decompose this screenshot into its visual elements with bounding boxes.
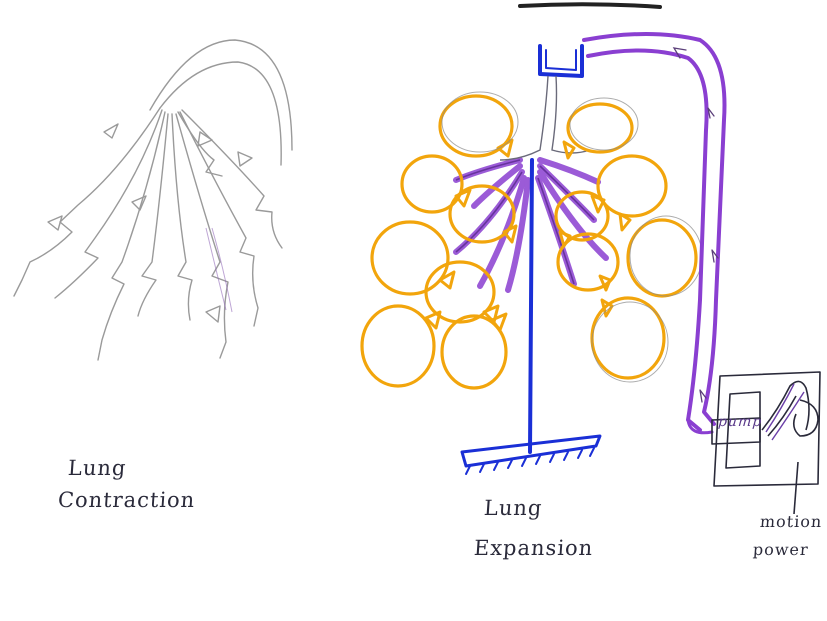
- balloon: [362, 306, 434, 386]
- expansion-label-line1: Lung: [483, 496, 543, 520]
- balloon: [628, 220, 696, 296]
- contraction-strand: [176, 114, 228, 358]
- bronchi: [500, 76, 590, 160]
- contraction-label-line1: Lung: [67, 456, 127, 480]
- balloon: [568, 104, 632, 152]
- balloon: [372, 222, 448, 294]
- contraction-strand: [180, 112, 258, 326]
- contraction-bud: [132, 196, 146, 210]
- contraction-bud: [206, 306, 220, 322]
- contraction-strand: [138, 114, 168, 316]
- contraction-strand: [14, 108, 160, 296]
- top-edge-smudge: [520, 4, 660, 7]
- contraction-bud: [104, 124, 118, 138]
- stand-pole: [530, 160, 532, 452]
- motion-arm: [762, 381, 809, 430]
- contraction-purple-traces: [206, 228, 232, 312]
- expansion-label-line2: Expansion: [473, 536, 594, 560]
- contraction-bud: [238, 152, 252, 166]
- contraction-strand: [172, 114, 192, 320]
- motion-pointer-line: [794, 462, 798, 514]
- contraction-bud: [48, 216, 62, 230]
- pump-label: pump: [717, 414, 762, 430]
- trachea-u-connector-inner: [546, 50, 576, 70]
- contraction-strand: [182, 110, 282, 248]
- motion-power-label-line2: power: [752, 540, 809, 559]
- motion-power-label-line1: motion: [759, 512, 823, 531]
- contraction-sketch: [14, 40, 292, 360]
- pump-inner-box: [726, 392, 760, 468]
- balloon: [598, 156, 666, 216]
- motion-wheel: [794, 400, 818, 436]
- contraction-label-line2: Contraction: [57, 488, 196, 512]
